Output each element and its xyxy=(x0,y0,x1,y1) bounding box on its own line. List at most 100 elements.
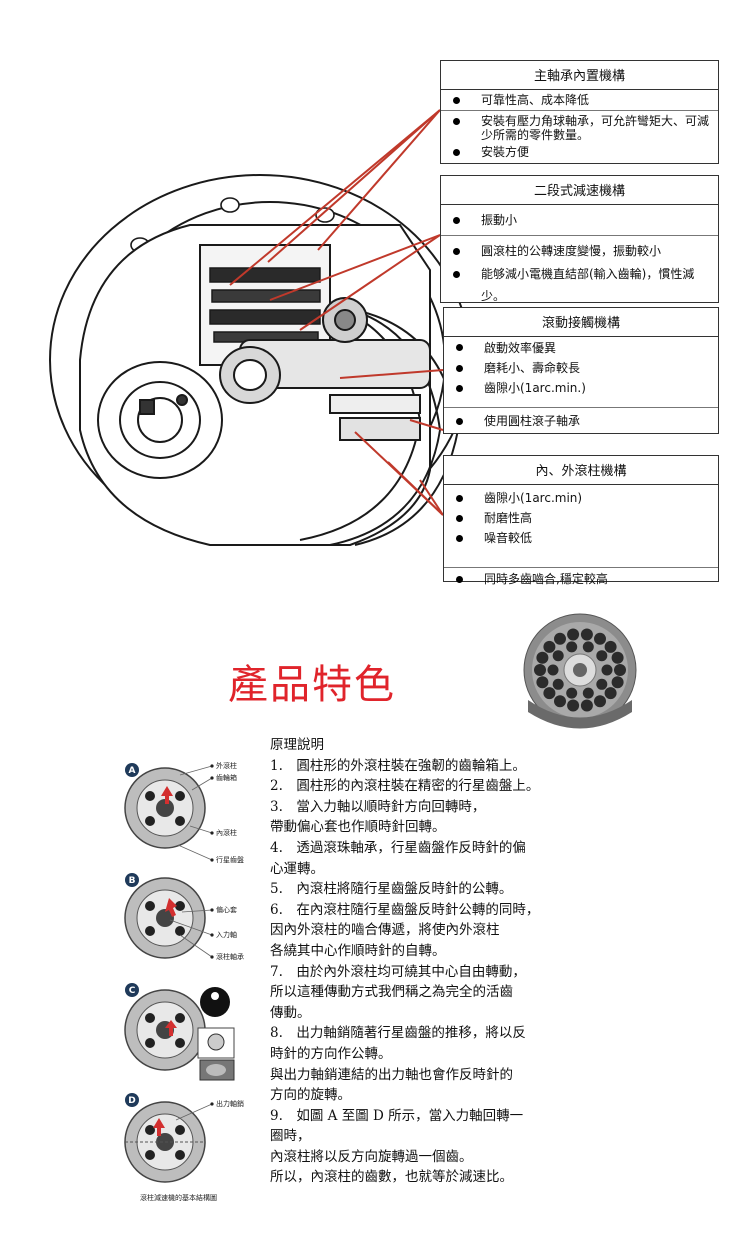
feature-item-text: 使用圓柱滾子軸承 xyxy=(484,414,581,428)
bullet-icon xyxy=(453,97,460,104)
feature-item-text: 安裝方便 xyxy=(481,145,530,159)
feature-item-text: 啟動效率優異 xyxy=(484,341,557,355)
roller-circle xyxy=(566,687,578,699)
roller-circle xyxy=(582,687,594,699)
bullet-icon xyxy=(456,418,463,425)
roller-circle xyxy=(536,676,549,689)
feature-item: 噪音較低 xyxy=(444,528,718,568)
label-inner-roller: 內滾柱 xyxy=(216,828,237,837)
feature-item-text: 安裝有壓力角球軸承，可允許彎矩大、可減少所需的零件數量。 xyxy=(481,114,710,142)
roller-circle xyxy=(534,664,546,676)
principle-line: 所以這種傳動方式我們稱之為完全的活齒 xyxy=(270,984,513,1001)
badge-b-label: B xyxy=(129,876,136,886)
diagram-c-insets xyxy=(197,987,235,1081)
feature-item-text: 圓滾柱的公轉速度變慢，振動較小 xyxy=(481,244,662,258)
feature-item: 齒隙小(1arc.min) xyxy=(444,485,718,508)
roller-circle xyxy=(594,632,606,645)
label-planet-disc: 行星齒盤 xyxy=(216,855,244,864)
principle-line: 與出力軸銷連結的出力軸也會作反時針的 xyxy=(270,1066,513,1083)
feature-item: 能够減小電機直結部(輸入齒輪)，慣性減少。 xyxy=(441,261,718,310)
feature-item: 安裝方便 xyxy=(441,145,718,162)
principle-heading: 原理說明 xyxy=(270,737,324,753)
roller-circle xyxy=(596,678,608,690)
principle-line: 所以，內滾柱的齒數，也就等於減速比。 xyxy=(270,1169,513,1186)
diagram-c xyxy=(124,989,206,1071)
feature-item-text: 能够減小電機直結部(輸入齒輪)，慣性減少。 xyxy=(481,267,695,303)
roller-circle xyxy=(596,650,608,662)
principle-diagrams: A B C D 外滾柱 齒輪箱 內滾柱 行星齒盤 偏心套 入力軸 滾柱軸承 出力 xyxy=(124,761,244,1202)
bullet-icon xyxy=(456,385,463,392)
principle-line: 6. 在內滾柱隨行星齒盤反時針公轉的同時， xyxy=(270,901,540,918)
principle-line: 傳動。 xyxy=(270,1004,311,1021)
feature-box-title: 主軸承內置機構 xyxy=(441,61,718,90)
roller-circle xyxy=(567,628,580,641)
feature-item: 齒隙小(1arc.min.) xyxy=(444,378,718,408)
label-eccentric-sleeve: 偏心套 xyxy=(216,905,237,914)
bullet-icon xyxy=(456,344,463,351)
reducer-cutaway-illustration xyxy=(49,174,471,546)
principle-line: 5. 內滾柱將隨行星齒盤反時針的公轉。 xyxy=(270,881,513,898)
bullet-icon xyxy=(453,271,460,278)
principle-line: 帶動偏心套也作順時針回轉。 xyxy=(270,819,446,836)
label-input-shaft: 入力軸 xyxy=(216,930,237,939)
roller-circle xyxy=(552,678,564,690)
bullet-icon xyxy=(456,495,463,502)
roller-circle xyxy=(543,640,556,653)
roller-circle xyxy=(580,699,593,712)
principle-text-block: 原理說明 1. 圓柱形的外滾柱裝在強韌的齒輪箱上。 2. 圓柱形的內滾柱裝在精密… xyxy=(270,735,650,1188)
principle-line: 4. 透過滾珠軸承，行星齒盤作反時針的偏 xyxy=(270,839,526,856)
roller-circle xyxy=(604,640,617,653)
feature-box-inner-outer-roller: 內、外滾柱機構 齒隙小(1arc.min) 耐磨性高 噪音較低 同時多齒嚙合,穩… xyxy=(443,455,719,586)
section-title: 產品特色 xyxy=(228,662,396,708)
roller-circle xyxy=(582,641,594,653)
roller-circle xyxy=(552,650,564,662)
principle-line: 3. 當入力軸以順時針方向回轉時， xyxy=(270,798,486,815)
roller-circle xyxy=(554,695,566,708)
roller-circle xyxy=(567,699,580,712)
roller-circle xyxy=(547,664,559,676)
bullet-icon xyxy=(453,248,460,255)
label-gearbox: 齒輪箱 xyxy=(216,773,237,782)
diagram-b xyxy=(124,877,206,959)
badge-a: A xyxy=(125,763,139,777)
roller-circle xyxy=(554,632,566,645)
roller-circle xyxy=(594,695,606,708)
diagram-d xyxy=(124,1101,206,1183)
bullet-icon xyxy=(456,515,463,522)
bullet-icon xyxy=(456,365,463,372)
feature-item-text: 振動小 xyxy=(481,213,518,227)
roller-circle xyxy=(566,641,578,653)
feature-item: 安裝有壓力角球軸承，可允許彎矩大、可減少所需的零件數量。 xyxy=(441,111,718,145)
principle-line: 內滾柱將以反方向旋轉過一個齒。 xyxy=(270,1148,473,1165)
roller-circle xyxy=(543,687,556,700)
diagram-caption: 滾柱減速機的基本結構圖 xyxy=(140,1193,217,1202)
roller-circle xyxy=(601,664,613,676)
principle-line: 1. 圓柱形的外滾柱裝在強韌的齒輪箱上。 xyxy=(270,757,526,774)
principle-line: 圈時， xyxy=(270,1128,311,1145)
bullet-icon xyxy=(453,118,460,125)
feature-item: 振動小 xyxy=(441,205,718,236)
feature-box-title: 滾動接觸機構 xyxy=(444,308,718,337)
feature-box-rolling-contact: 滾動接觸機構 啟動效率優異 磨耗小、壽命較長 齒隙小(1arc.min.) 使用… xyxy=(443,307,719,434)
bullet-icon xyxy=(453,217,460,224)
principle-line: 9. 如圖 A 至圖 D 所示，當入力軸回轉一 xyxy=(270,1107,524,1124)
label-outer-roller: 外滾柱 xyxy=(216,761,237,770)
feature-box-two-stage: 二段式減速機構 振動小 圓滾柱的公轉速度變慢，振動較小 能够減小電機直結部(輸入… xyxy=(440,175,719,303)
roller-circle xyxy=(536,651,549,664)
feature-item-text: 齒隙小(1arc.min) xyxy=(484,491,583,505)
feature-item-text: 磨耗小、壽命較長 xyxy=(484,361,581,375)
badge-d: D xyxy=(125,1093,139,1107)
label-output-pin: 出力軸銷 xyxy=(216,1099,244,1108)
principle-line: 8. 出力軸銷隨著行星齒盤的推移，將以反 xyxy=(270,1025,526,1042)
badge-a-label: A xyxy=(129,766,136,776)
feature-item-text: 同時多齒嚙合,穩定較高 xyxy=(484,572,608,586)
feature-item: 可靠性高、成本降低 xyxy=(441,90,718,111)
feature-item: 同時多齒嚙合,穩定較高 xyxy=(444,568,718,589)
label-roller-bearing: 滾柱軸承 xyxy=(216,952,244,961)
principle-line: 各繞其中心作順時針的自轉。 xyxy=(270,942,446,959)
feature-box-title: 內、外滾柱機構 xyxy=(444,456,718,485)
feature-item-text: 齒隙小(1arc.min.) xyxy=(484,381,586,395)
badge-b: B xyxy=(125,873,139,887)
feature-item-text: 耐磨性高 xyxy=(484,511,533,525)
